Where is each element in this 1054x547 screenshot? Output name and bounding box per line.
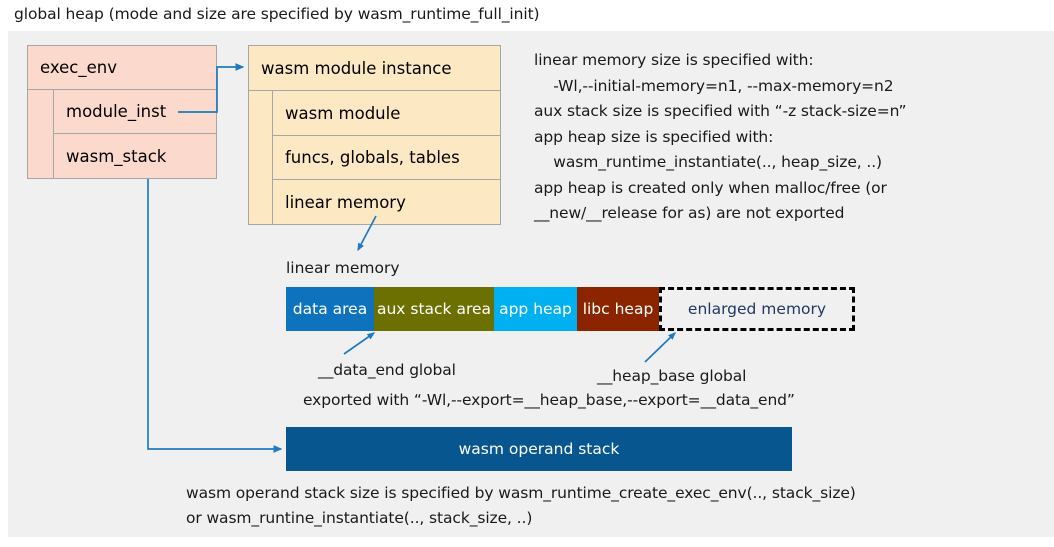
exec-env-header-label: exec_env xyxy=(40,58,117,77)
wasm-module-instance-header: wasm module instance xyxy=(249,46,500,91)
exec-env-box: exec_env module_inst wasm_stack xyxy=(27,45,217,179)
exported-with-annotation: exported with “-Wl,--export=__heap_base,… xyxy=(303,391,795,409)
wasm-module-instance-row-linear-memory: linear memory xyxy=(273,180,500,224)
memory-config-notes: linear memory size is specified with: -W… xyxy=(534,51,907,222)
exec-env-header: exec_env xyxy=(28,46,216,90)
data-end-global-annotation: __data_end global xyxy=(318,361,456,379)
linear-memory-bar-label: linear memory xyxy=(286,259,400,277)
wasm-module-instance-row-wasm-module-label: wasm module xyxy=(285,103,401,123)
memory-segment-enlarged-memory: enlarged memory xyxy=(659,287,855,331)
memory-segment-data-area-label: data area xyxy=(292,300,368,318)
wasm-operand-stack-label: wasm operand stack xyxy=(458,440,620,458)
memory-segment-libc-heap-label: libc heap xyxy=(582,300,654,318)
wasm-operand-stack-box: wasm operand stack xyxy=(286,427,792,471)
heap-base-global-annotation: __heap_base global xyxy=(597,367,747,385)
wasm-module-instance-row-funcs-globals-tables-label: funcs, globals, tables xyxy=(285,148,460,167)
exec-env-gutter xyxy=(28,90,54,178)
memory-segment-app-heap: app heap xyxy=(494,287,577,331)
memory-segment-aux-stack-area-label: aux stack area xyxy=(376,300,492,318)
wasm-module-instance-row-funcs-globals-tables: funcs, globals, tables xyxy=(273,136,500,180)
memory-segment-libc-heap: libc heap xyxy=(577,287,659,331)
exec-env-row-wasm-stack-label: wasm_stack xyxy=(66,146,167,166)
memory-segment-data-area: data area xyxy=(286,287,374,331)
memory-segment-enlarged-memory-label: enlarged memory xyxy=(687,300,827,318)
wasm-module-instance-gutter xyxy=(249,91,273,224)
operand-stack-caption: wasm operand stack size is specified by … xyxy=(186,484,856,527)
exec-env-row-wasm-stack: wasm_stack xyxy=(54,134,216,178)
memory-segment-app-heap-label: app heap xyxy=(499,300,572,318)
wasm-module-instance-box: wasm module instance wasm module funcs, … xyxy=(248,45,501,225)
exec-env-row-module-inst: module_inst xyxy=(54,90,216,134)
wasm-module-instance-row-wasm-module: wasm module xyxy=(273,91,500,136)
linear-memory-bar: data area aux stack area app heap libc h… xyxy=(286,287,855,331)
wasm-module-instance-row-linear-memory-label: linear memory xyxy=(285,192,406,212)
wasm-module-instance-header-label: wasm module instance xyxy=(261,58,452,78)
exec-env-row-module-inst-label: module_inst xyxy=(66,102,167,121)
page-title: global heap (mode and size are specified… xyxy=(14,5,540,23)
memory-segment-aux-stack-area: aux stack area xyxy=(374,287,494,331)
